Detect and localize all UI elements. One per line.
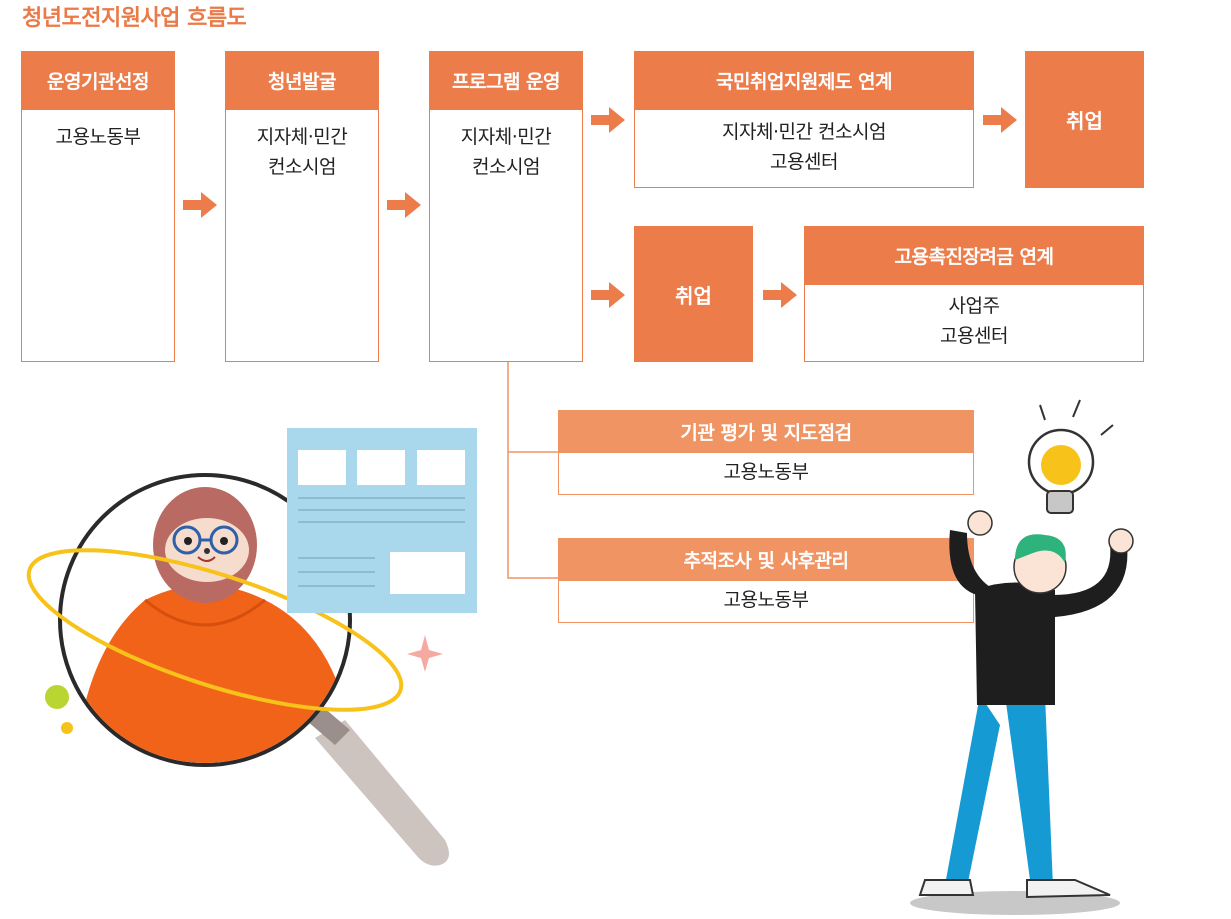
step-body: 고용노동부 <box>55 126 141 148</box>
step-header: 프로그램 운영 <box>429 51 583 110</box>
branch-body: 지자체·민간 컨소시엄 고용센터 <box>722 121 886 173</box>
follow-up-box: 추적조사 및 사후관리 고용노동부 <box>558 538 974 623</box>
sloth-magnifier-illustration <box>26 428 477 866</box>
employment-result: 취업 <box>634 226 753 362</box>
branch-national-employment-support: 국민취업지원제도 연계 지자체·민간 컨소시엄 고용센터 <box>634 51 974 188</box>
arrow-right-icon <box>591 282 625 308</box>
branch-header: 고용촉진장려금 연계 <box>804 226 1144 285</box>
step-header: 운영기관선정 <box>21 51 175 110</box>
step-header: 청년발굴 <box>225 51 379 110</box>
step-body: 지자체·민간 컨소시엄 <box>256 126 348 178</box>
follow-up-header: 추적조사 및 사후관리 <box>558 538 974 581</box>
arrow-right-icon <box>183 192 217 218</box>
employment-result: 취업 <box>1025 51 1144 188</box>
eval-header: 기관 평가 및 지도점검 <box>558 410 974 453</box>
step-youth-discovery: 청년발굴 지자체·민간 컨소시엄 <box>225 51 379 362</box>
follow-up-body: 고용노동부 <box>723 589 809 611</box>
step-program-operation: 프로그램 운영 지자체·민간 컨소시엄 <box>429 51 583 362</box>
person-lightbulb-illustration <box>910 399 1134 915</box>
branch-body: 사업주 고용센터 <box>940 295 1008 347</box>
step-operator-selection: 운영기관선정 고용노동부 <box>21 51 175 362</box>
arrow-right-icon <box>983 107 1017 133</box>
step-body: 지자체·민간 컨소시엄 <box>460 126 552 178</box>
arrow-right-icon <box>763 282 797 308</box>
arrow-right-icon <box>591 107 625 133</box>
page-title: 청년도전지원사업 흐름도 <box>22 6 247 31</box>
arrow-right-icon <box>387 192 421 218</box>
eval-body: 고용노동부 <box>723 461 809 483</box>
branch-header: 국민취업지원제도 연계 <box>634 51 974 110</box>
agency-evaluation-box: 기관 평가 및 지도점검 고용노동부 <box>558 410 974 495</box>
branch-employment-incentive: 고용촉진장려금 연계 사업주 고용센터 <box>804 226 1144 362</box>
